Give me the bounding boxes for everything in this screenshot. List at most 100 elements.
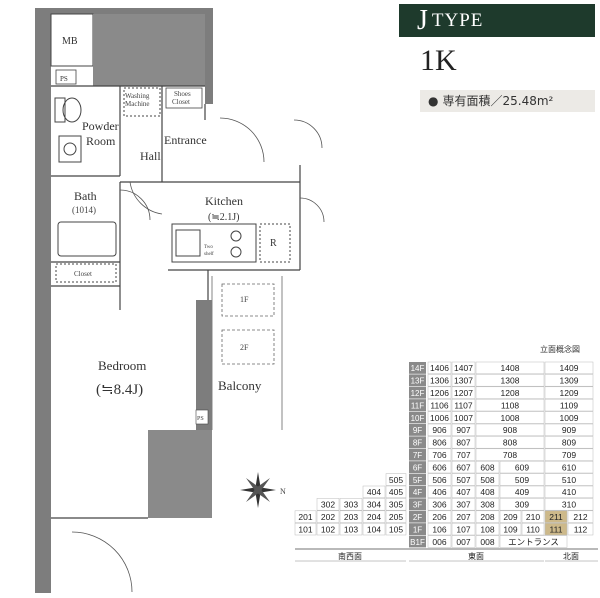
unit-cell [499, 522, 522, 536]
toilet-bowl [62, 97, 82, 123]
shaft-top [93, 14, 213, 86]
unit-label: 1306 [430, 376, 449, 386]
unit-cell [451, 522, 476, 536]
unit-cell [385, 510, 407, 523]
unit-label: 607 [456, 462, 470, 472]
label-two-shelf: Two [204, 245, 213, 250]
unit-label: 409 [515, 487, 529, 497]
area-info: ●専有面積／25.48m² [420, 90, 595, 112]
washbasin [58, 135, 82, 163]
unit-cell [316, 510, 340, 523]
unit-cell [544, 485, 594, 499]
unit-label: 1108 [501, 400, 520, 410]
unit-label: 210 [526, 512, 540, 522]
floor-label-box [409, 374, 426, 387]
unit-label: 303 [344, 500, 358, 510]
label-two-shelf-2: shelf [204, 252, 214, 257]
label-bath: Bath [74, 189, 97, 203]
label-powder-2: Room [86, 134, 116, 148]
unit-label: 1006 [430, 413, 449, 423]
unit-label: 306 [432, 500, 446, 510]
unit-label: 1406 [430, 363, 449, 373]
unit-cell [475, 361, 545, 375]
unit-label: 405 [389, 487, 403, 497]
unit-cell [544, 498, 594, 511]
floor-label-box [409, 411, 426, 424]
unit-cell [451, 535, 476, 548]
unit-label: 102 [321, 524, 335, 534]
type-banner: J TYPE [399, 4, 595, 37]
unit-cell [362, 510, 386, 523]
floor-label-box [409, 486, 426, 498]
unit-cell [427, 411, 452, 424]
unit-label: 201 [298, 512, 312, 522]
floor-label: 12F [411, 389, 425, 398]
wall-left [35, 8, 51, 593]
elevation-title: 立面概念図 [540, 345, 580, 354]
floor-label: 3F [413, 501, 422, 510]
unit-cell [385, 485, 407, 499]
floor-label: 5F [413, 476, 422, 485]
floor-label: 11F [411, 401, 424, 410]
toilet-tank [54, 97, 66, 123]
unit-label: 606 [432, 462, 446, 472]
label-powder-1: Powder [82, 119, 119, 133]
unit-label: 108 [480, 524, 494, 534]
unit-cell [499, 498, 545, 511]
label-hatch-1f: 1F [240, 295, 249, 304]
unit-cell [475, 473, 500, 486]
unit-label: 404 [367, 487, 381, 497]
unit-label: 205 [389, 512, 403, 522]
unit-cell [451, 460, 476, 474]
unit-label: 307 [456, 500, 470, 510]
pillar-bottom [148, 430, 212, 518]
unit-cell [427, 460, 452, 474]
unit-cell [451, 361, 476, 375]
fridge-box [259, 223, 291, 263]
unit-label: 608 [480, 462, 494, 472]
unit-cell [499, 485, 545, 499]
closet-box [55, 263, 117, 283]
unit-label: 708 [503, 450, 517, 460]
unit-label: 407 [456, 487, 470, 497]
unit-cell [385, 522, 407, 536]
unit-cell [294, 510, 317, 523]
unit-label: 203 [344, 512, 358, 522]
unit-label: 305 [389, 500, 403, 510]
floor-label-box [409, 436, 426, 449]
label-hall: Hall [140, 149, 161, 163]
floor-label: 6F [413, 463, 422, 472]
unit-cell [475, 485, 500, 499]
unit-label: 510 [562, 475, 576, 485]
floor-label: B1F [410, 538, 425, 547]
unit-label: 609 [515, 462, 529, 472]
unit-cell [567, 522, 594, 536]
unit-label: 410 [562, 487, 576, 497]
area-bullet: ● [428, 94, 439, 108]
unit-cell [475, 423, 545, 437]
floor-label: 9F [413, 426, 422, 435]
unit-cell [544, 436, 594, 449]
unit-label: 304 [367, 500, 381, 510]
unit-cell [544, 522, 568, 536]
unit-label: 207 [456, 512, 470, 522]
door-arc-entrance [219, 117, 265, 163]
unit-label: 908 [503, 425, 517, 435]
unit-label: 1008 [501, 413, 520, 423]
unit-label: 101 [298, 524, 312, 534]
unit-cell [475, 386, 545, 399]
compass-icon: N [240, 472, 286, 508]
floor-label-box [409, 362, 426, 374]
floor-label: 1F [413, 525, 422, 534]
direction-north: 北面 [563, 552, 579, 561]
unit-cell [427, 473, 452, 486]
unit-label: 209 [503, 512, 517, 522]
unit-cell [499, 510, 522, 523]
label-washing-1: Washing [125, 92, 150, 100]
unit-cell [475, 411, 545, 424]
unit-cell [427, 386, 452, 399]
unit-label: 1407 [454, 363, 473, 373]
hatch-2f-box [221, 329, 275, 365]
unit-label: 008 [480, 537, 494, 547]
unit-cell [362, 485, 386, 499]
